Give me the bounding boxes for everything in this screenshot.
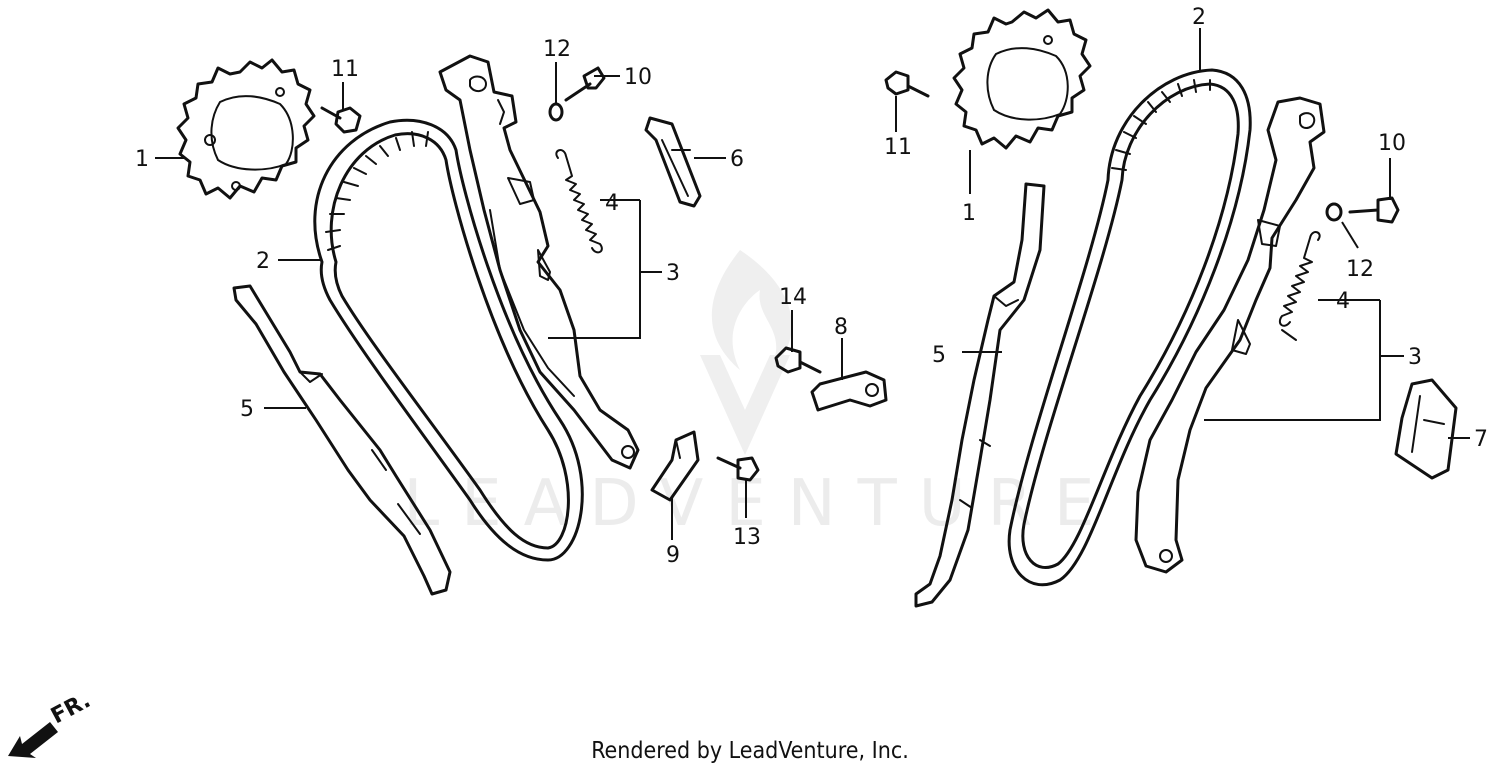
- bolt-10-right: [1348, 196, 1400, 224]
- callout-1-right: 1: [962, 201, 976, 226]
- callout-11-right: 11: [884, 135, 912, 160]
- callout-4-left: 4: [605, 191, 619, 216]
- callout-3-right: 3: [1408, 345, 1422, 370]
- callout-7: 7: [1474, 427, 1488, 452]
- callout-2-left: 2: [256, 249, 270, 274]
- callout-3-left: 3: [666, 261, 680, 286]
- front-label: FR.: [47, 688, 95, 729]
- callout-1-left: 1: [135, 147, 149, 172]
- callout-10-left: 10: [624, 65, 652, 90]
- clip-9: [650, 430, 700, 502]
- callout-12-left: 12: [543, 37, 571, 62]
- watermark: LEADVENTURE: [404, 250, 1094, 541]
- leaders-left: [155, 62, 843, 540]
- callout-10-right: 10: [1378, 131, 1406, 156]
- leaders-right: [895, 28, 1470, 439]
- cam-sprocket-left: [176, 58, 316, 200]
- callout-6: 6: [730, 147, 744, 172]
- bolt-11-left: [320, 106, 362, 134]
- spring-right: [1278, 231, 1321, 341]
- cam-chain-right: [1007, 68, 1252, 587]
- callout-14: 14: [779, 285, 807, 310]
- bracket-8: [810, 370, 888, 412]
- callout-11-left: 11: [331, 57, 359, 82]
- spring-left: [555, 149, 603, 254]
- right-assembly: 1 2 3 4 5 7 10 11 12: [884, 5, 1488, 608]
- callouts-left: 1 2 3 4 5 6 8 9 10 11 12 13 14: [135, 37, 848, 568]
- bolt-14: [774, 346, 822, 374]
- callout-5-left: 5: [240, 397, 254, 422]
- cam-sprocket-right: [952, 8, 1092, 150]
- callout-12-right: 12: [1346, 257, 1374, 282]
- cam-chain-left: [313, 118, 584, 562]
- callout-9: 9: [666, 543, 680, 568]
- callout-2-right: 2: [1192, 5, 1206, 30]
- bolt-13: [716, 456, 760, 482]
- callout-13: 13: [733, 525, 761, 550]
- callouts-right: 1 2 3 4 5 7 10 11 12: [884, 5, 1488, 452]
- left-assembly: 1 2 3 4 5 6 8 9 10 11 12 13 14: [135, 37, 888, 596]
- callout-4-right: 4: [1336, 289, 1350, 314]
- footer-credit: Rendered by LeadVenture, Inc.: [591, 738, 909, 764]
- callout-8: 8: [834, 315, 848, 340]
- guide-6: [644, 116, 702, 208]
- guide-7: [1394, 378, 1458, 480]
- chain-guide-right: [914, 182, 1046, 608]
- chain-guide-left: [232, 284, 452, 596]
- bolt-11-right: [884, 70, 930, 98]
- bolt-10-left: [564, 66, 606, 102]
- washer-12-left: [548, 102, 564, 122]
- callout-5-right: 5: [932, 343, 946, 368]
- tensioner-arm-right: [1134, 96, 1326, 574]
- tensioner-arm-left: [438, 54, 640, 470]
- washer-12-right: [1325, 202, 1343, 222]
- front-arrow-icon: [8, 722, 58, 758]
